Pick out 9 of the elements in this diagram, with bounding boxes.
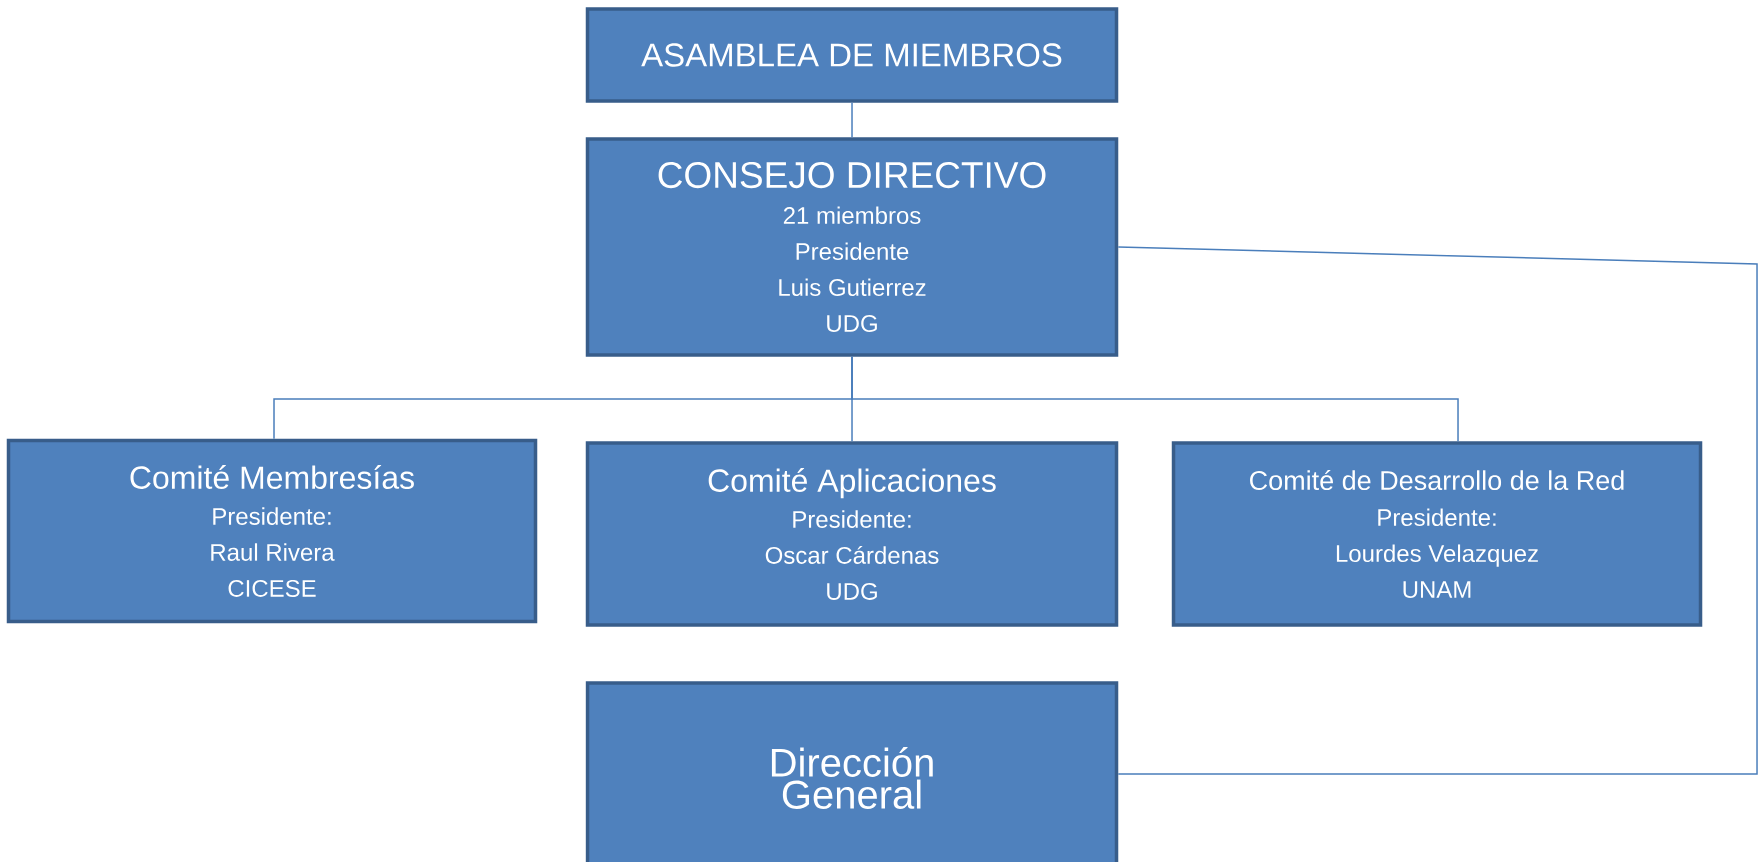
org-box: Dirección General: [585, 681, 1119, 862]
org-box: Comité de Desarrollo de la Red Presidente: Lourdes Velazquez UNAM: [1171, 441, 1703, 627]
org-box: CONSEJO DIRECTIVO 21 miembros Presidente Luis Gutierrez UDG: [585, 137, 1119, 357]
connector-line: [1117, 246, 1758, 775]
org-box: Comité Membresías Presidente: Raul Rivera CICESE: [6, 438, 538, 624]
connector-line: [851, 356, 1459, 442]
org-box: ASAMBLEA DE MIEMBROS: [585, 7, 1119, 103]
connector-line: [851, 102, 853, 138]
org-box: Comité Aplicaciones Presidente: Oscar Cárdenas UDG: [585, 441, 1119, 627]
